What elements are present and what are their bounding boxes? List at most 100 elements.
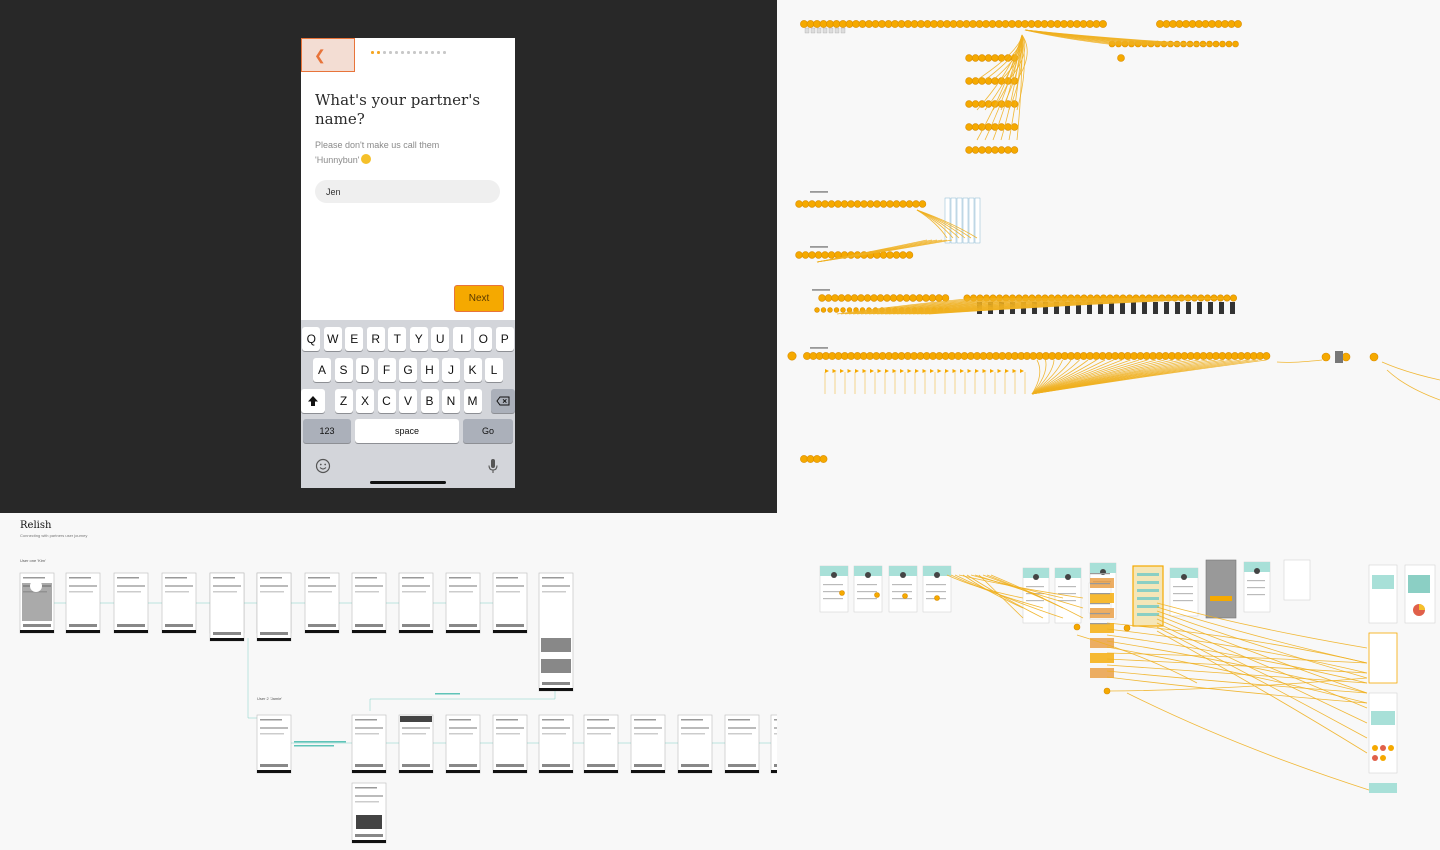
hotspot-node bbox=[899, 251, 907, 259]
key-m[interactable]: M bbox=[463, 389, 482, 413]
hotspot-node bbox=[878, 20, 886, 28]
back-button[interactable]: ❮ bbox=[301, 38, 355, 72]
screen-thumb bbox=[816, 27, 822, 34]
key-a[interactable]: A bbox=[313, 358, 331, 382]
key-k[interactable]: K bbox=[463, 358, 482, 382]
key-x[interactable]: X bbox=[356, 389, 374, 413]
key-c[interactable]: C bbox=[377, 389, 396, 413]
key-v[interactable]: V bbox=[399, 389, 417, 413]
subtitle-text: Please don't make us call them 'Hunnybun… bbox=[315, 140, 440, 165]
shift-arrow-icon bbox=[308, 396, 318, 406]
space-key[interactable]: space bbox=[355, 419, 459, 443]
key-h[interactable]: H bbox=[420, 358, 439, 382]
screen-header bbox=[1090, 563, 1116, 573]
key-d[interactable]: D bbox=[356, 358, 374, 382]
hotspot-node bbox=[879, 251, 888, 259]
secondary-flow-canvas[interactable] bbox=[777, 513, 1440, 850]
hotspot-node bbox=[1212, 40, 1220, 48]
key-l[interactable]: L bbox=[485, 358, 503, 382]
hotspot-node bbox=[1321, 352, 1331, 362]
key-i[interactable]: I bbox=[452, 327, 471, 351]
screen-thumb bbox=[974, 197, 981, 244]
microphone-icon[interactable] bbox=[487, 458, 499, 474]
arrow-marker bbox=[937, 369, 942, 373]
key-b[interactable]: B bbox=[420, 389, 439, 413]
secondary-flow-map[interactable] bbox=[777, 513, 1440, 850]
hotspot-node bbox=[949, 20, 958, 28]
hotspot-node bbox=[902, 593, 908, 599]
hotspot-node bbox=[896, 294, 904, 302]
screen-nav-bar bbox=[584, 770, 618, 773]
screen-text-line bbox=[774, 719, 777, 721]
key-y[interactable]: Y bbox=[409, 327, 428, 351]
arrow-marker bbox=[877, 369, 882, 373]
shift-key[interactable] bbox=[301, 389, 325, 413]
flow-connector bbox=[1381, 361, 1440, 381]
screen-thumb bbox=[1120, 302, 1125, 314]
screen-thumb bbox=[1335, 351, 1343, 363]
screen-nav-bar bbox=[493, 630, 527, 633]
partner-name-input[interactable] bbox=[315, 180, 500, 203]
flow-connector bbox=[844, 297, 1000, 315]
hotspot-node bbox=[1053, 20, 1062, 28]
key-j[interactable]: J bbox=[442, 358, 460, 382]
progress-dot bbox=[443, 51, 446, 54]
numbers-key[interactable]: 123 bbox=[303, 419, 351, 443]
screen-text-line bbox=[213, 577, 235, 579]
key-g[interactable]: G bbox=[399, 358, 417, 382]
screen-avatar bbox=[1181, 574, 1187, 580]
key-n[interactable]: N bbox=[442, 389, 460, 413]
hotspot-node bbox=[1169, 20, 1177, 28]
hotspot-node bbox=[941, 294, 950, 302]
section-label bbox=[810, 347, 828, 349]
hotspot-node bbox=[1341, 352, 1351, 362]
screen-list-item bbox=[1137, 605, 1159, 608]
screen-image bbox=[541, 638, 571, 652]
key-o[interactable]: O bbox=[474, 327, 493, 351]
emoji-icon[interactable] bbox=[315, 458, 331, 474]
key-e[interactable]: E bbox=[345, 327, 364, 351]
journey-canvas[interactable] bbox=[0, 513, 777, 850]
key-s[interactable]: S bbox=[334, 358, 353, 382]
hotspot-node bbox=[826, 20, 834, 28]
delete-key[interactable] bbox=[491, 389, 515, 413]
progress-dot bbox=[401, 51, 404, 54]
teal-annotation bbox=[435, 693, 460, 695]
hotspot-node bbox=[833, 307, 840, 313]
hotspot-node bbox=[819, 455, 828, 463]
hotspot-node bbox=[1073, 20, 1081, 28]
screen-thumb bbox=[840, 27, 846, 34]
key-u[interactable]: U bbox=[431, 327, 450, 351]
screen-image bbox=[1369, 783, 1397, 793]
key-t[interactable]: T bbox=[388, 327, 407, 351]
next-button[interactable]: Next bbox=[454, 285, 504, 312]
key-q[interactable]: Q bbox=[302, 327, 321, 351]
user-journey-board[interactable]: Relish Connecting with partners user jou… bbox=[0, 513, 777, 850]
screen-image bbox=[1408, 575, 1430, 593]
key-p[interactable]: P bbox=[495, 327, 514, 351]
hotspot-node bbox=[1021, 20, 1029, 28]
arrow-marker bbox=[847, 369, 852, 373]
hotspot-node bbox=[965, 54, 973, 62]
flow-connector bbox=[1156, 622, 1368, 724]
screen-text-line bbox=[355, 733, 379, 735]
hotspot-node bbox=[1175, 20, 1184, 28]
screen-text-line bbox=[23, 577, 45, 579]
key-f[interactable]: F bbox=[377, 358, 396, 382]
key-z[interactable]: Z bbox=[334, 389, 353, 413]
key-r[interactable]: R bbox=[366, 327, 385, 351]
key-w[interactable]: W bbox=[323, 327, 342, 351]
hotspot-node bbox=[853, 200, 862, 208]
flow-map-canvas[interactable] bbox=[777, 0, 1440, 513]
prototype-flow-map[interactable] bbox=[777, 0, 1440, 513]
hotspot-node bbox=[814, 200, 823, 208]
hotspot-node bbox=[1229, 294, 1237, 302]
flow-connector bbox=[1031, 359, 1047, 395]
flow-connector bbox=[1156, 610, 1368, 679]
hotspot-node bbox=[866, 200, 875, 208]
go-key[interactable]: Go bbox=[463, 419, 513, 443]
hotspot-node bbox=[971, 146, 980, 154]
arrow-marker bbox=[840, 369, 844, 373]
